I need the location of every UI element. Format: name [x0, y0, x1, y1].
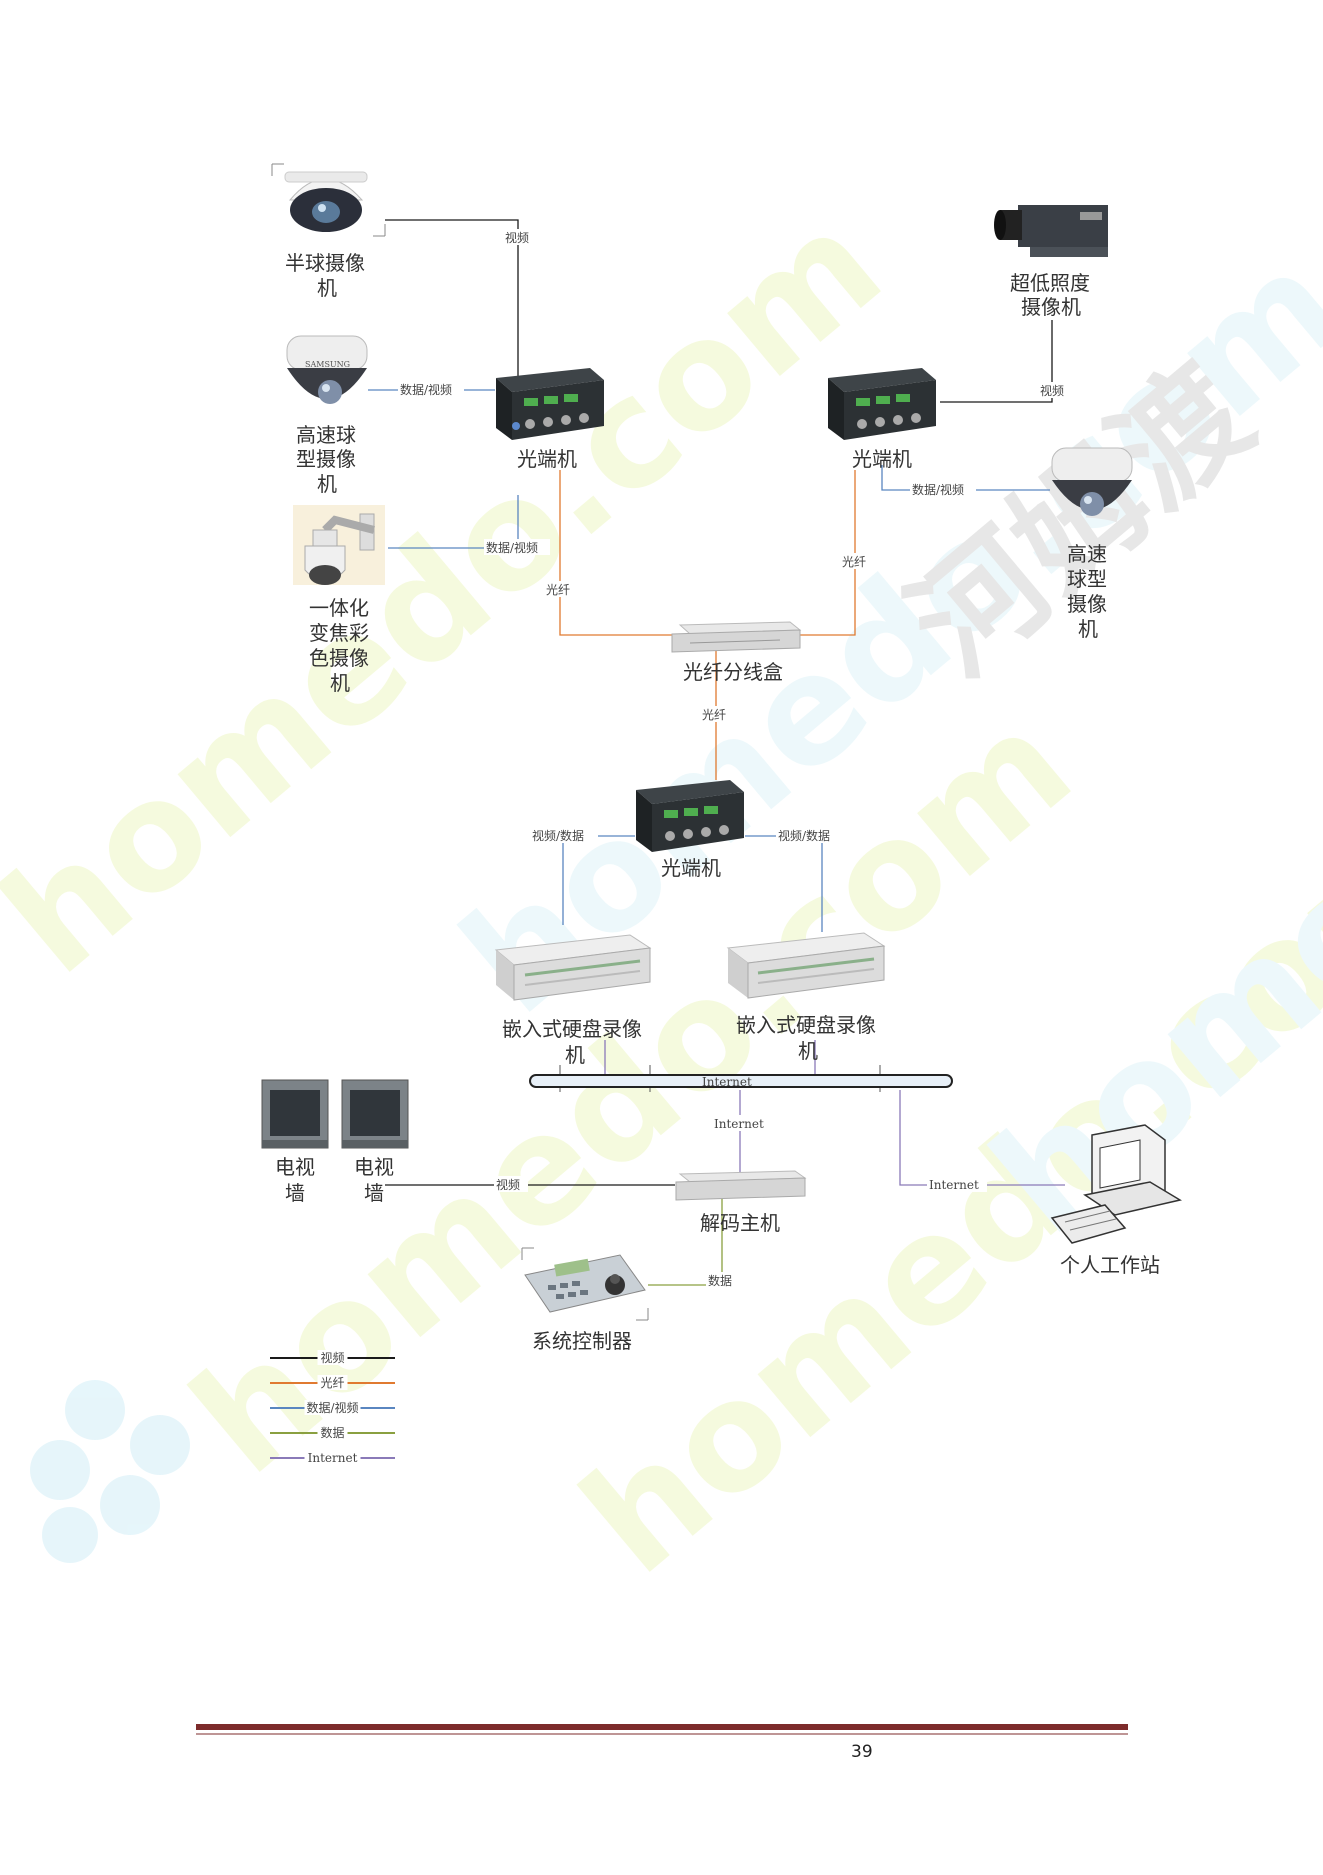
dvr-right-label: 嵌入式硬盘录像机 [736, 1013, 876, 1063]
fiber-box-label: 光纤分线盒 [683, 660, 783, 684]
workstation-label: 个人工作站 [1060, 1253, 1160, 1277]
box-camera-icon [994, 205, 1108, 257]
fiber-transceiver-icon [496, 368, 604, 440]
dome-camera-icon [284, 171, 368, 232]
watermark-flower-icon [30, 1380, 190, 1563]
svg-text:SAMSUNG: SAMSUNG [305, 360, 350, 369]
fiber-rx-label: 光端机 [661, 856, 721, 880]
monitor-icon [261, 1079, 329, 1149]
dvr-left: 嵌入式硬盘录像机 [494, 934, 652, 1067]
watermark: homedo.com homedo.com homedo.com homedo.… [0, 178, 1323, 1608]
fiber-tx-left-label: 光端机 [517, 447, 577, 471]
page-number: 39 [851, 1742, 873, 1762]
legend-label-bg [317, 1350, 348, 1365]
legend-label: 光纤 [320, 1376, 344, 1390]
speed-dome-camera-icon: SAMSUNG [286, 335, 368, 404]
speed-dome-right-label: 高速球型摄像机 [1067, 542, 1107, 641]
decoder: 解码主机 [675, 1170, 807, 1235]
fiber-rx: 光端机 [636, 780, 744, 880]
tv-wall-2-label: 电视墙 [354, 1155, 394, 1205]
controller: 系统控制器 [521, 1247, 649, 1353]
monitor-icon [341, 1079, 409, 1149]
link-labels: 视频 数据/视频 数据/视频 光纤 视频 数据/视频 光纤 光纤 视频/数据 视… [398, 229, 1072, 1288]
legend-label-bg [304, 1450, 361, 1465]
label-video-data-right: 视频/数据 [778, 828, 830, 843]
rack-unit-icon [675, 1170, 807, 1201]
label-data-video-right: 数据/视频 [912, 482, 964, 497]
link-fiber-right [800, 470, 856, 636]
speed-dome-left: SAMSUNG 高速球型摄像机 [286, 335, 368, 496]
controller-label: 系统控制器 [532, 1329, 632, 1353]
legend-label-bg [304, 1400, 361, 1415]
speed-dome-right: SAMSUNG 高速球型摄像机 [1051, 447, 1133, 641]
legend-label: 视频 [320, 1350, 344, 1365]
link-video-dome [385, 219, 519, 380]
dvr-icon [494, 934, 652, 1001]
computer-icon [1050, 1124, 1182, 1244]
label-data-video-speeddome: 数据/视频 [400, 382, 452, 397]
dvr-left-label: 嵌入式硬盘录像机 [502, 1017, 642, 1067]
legend-label: 数据 [320, 1425, 344, 1440]
label-video-dome: 视频 [505, 230, 529, 245]
rack-unit-icon [671, 621, 802, 653]
fiber-tx-right-label: 光端机 [852, 447, 912, 471]
label-video-tvwall: 视频 [496, 1177, 520, 1192]
speed-dome-left-label: 高速球型摄像机 [296, 423, 356, 496]
legend-label: Internet [308, 1451, 358, 1465]
label-internet-decoder: Internet [714, 1117, 764, 1131]
label-data-video-ptz: 数据/视频 [486, 540, 538, 555]
label-fiber-right: 光纤 [842, 555, 866, 569]
dvr-right: 嵌入式硬盘录像机 [726, 932, 886, 1063]
dome-camera: 半球摄像机 [271, 163, 386, 300]
lowlight-camera: 超低照度摄像机 [994, 205, 1108, 319]
link-internet-workstation [899, 1090, 1065, 1186]
tv-wall-2: 电视墙 [341, 1079, 409, 1205]
ptz-camera: 一体化变焦彩色摄像机 [293, 505, 385, 695]
link-video-lowlight [940, 320, 1053, 403]
bus-label: Internet [702, 1075, 752, 1089]
lowlight-camera-label: 超低照度摄像机 [1010, 271, 1090, 319]
legend-label: 数据/视频 [306, 1400, 358, 1415]
fiber-tx-right: 光端机 [828, 368, 936, 471]
label-fiber-down: 光纤 [702, 708, 726, 722]
footer: 39 [196, 1724, 1128, 1762]
label-data-controller: 数据 [708, 1273, 732, 1288]
dvr-icon [726, 932, 886, 999]
ptz-camera-icon [304, 513, 375, 585]
dome-camera-label: 半球摄像机 [285, 251, 365, 300]
internet-bus: Internet [529, 1074, 953, 1089]
label-video-lowlight: 视频 [1040, 383, 1064, 398]
link-data-video-right [881, 465, 1050, 491]
fiber-transceiver-icon [828, 368, 936, 440]
speed-dome-camera-icon: SAMSUNG [1051, 447, 1133, 516]
label-internet-workstation: Internet [929, 1178, 979, 1192]
label-fiber-left: 光纤 [546, 583, 570, 597]
decoder-label: 解码主机 [700, 1211, 780, 1235]
link-fiber-left [559, 470, 675, 636]
legend-label-bg [317, 1375, 348, 1390]
fiber-transceiver-icon [636, 780, 744, 852]
legend-label-bg [317, 1425, 348, 1440]
fiber-box: 光纤分线盒 [671, 621, 802, 684]
ptz-camera-label: 一体化变焦彩色摄像机 [309, 596, 369, 695]
tv-wall-1: 电视墙 [261, 1079, 329, 1205]
workstation: 个人工作站 [1050, 1124, 1182, 1277]
tv-wall-1-label: 电视墙 [275, 1155, 315, 1205]
keyboard-controller-icon [524, 1254, 646, 1313]
label-video-data-left: 视频/数据 [532, 828, 584, 843]
fiber-tx-left: 光端机 [496, 368, 604, 471]
